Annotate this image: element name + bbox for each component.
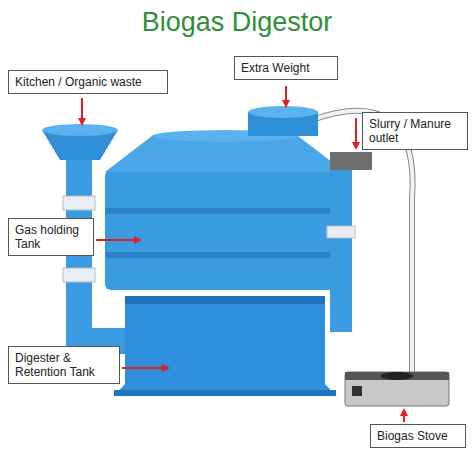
callout-label: Kitchen / Organic waste: [15, 75, 161, 89]
diagram-title: Biogas Digestor: [0, 6, 474, 38]
callout-box: Extra Weight: [234, 56, 338, 80]
callout-label: Biogas Stove: [377, 429, 459, 443]
callout-box: Digester & Retention Tank: [8, 346, 120, 384]
callout-box: Gas holding Tank: [8, 218, 94, 256]
callout-box: Kitchen / Organic waste: [8, 70, 168, 94]
callout-label: Digester & Retention Tank: [15, 351, 113, 379]
callout-label: Extra Weight: [241, 61, 331, 75]
callout-box: Slurry / Manure outlet: [362, 112, 468, 150]
callout-box: Biogas Stove: [370, 424, 466, 448]
callout-label: Gas holding Tank: [15, 223, 87, 251]
callout-label: Slurry / Manure outlet: [369, 117, 461, 145]
